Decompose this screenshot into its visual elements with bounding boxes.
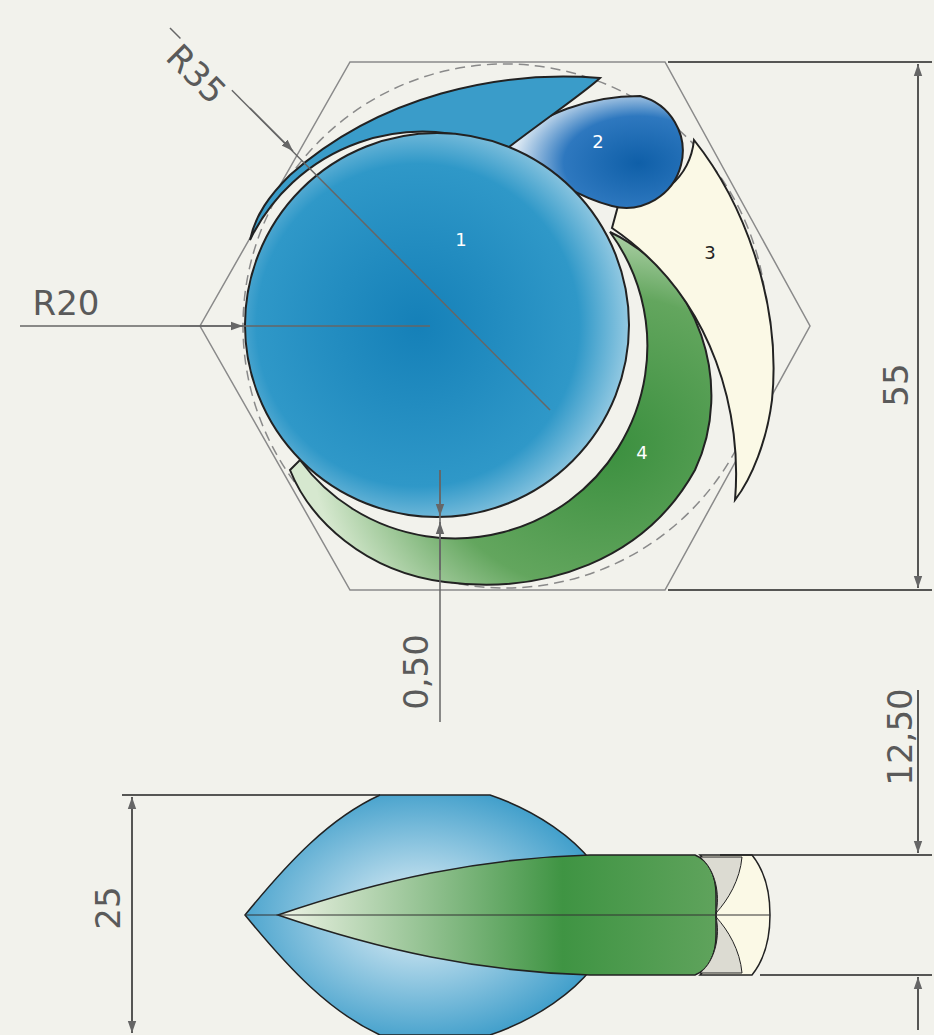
dimension-text: R20	[30, 286, 103, 320]
callout-number: 3	[704, 242, 715, 263]
dim-1250b	[917, 977, 919, 1030]
dimension-text: 12,50	[883, 685, 917, 788]
callout-region: 4	[632, 442, 651, 465]
dim-050	[439, 470, 441, 722]
ext-1250-bot	[760, 974, 932, 976]
dimension-text: 25	[91, 883, 125, 932]
arrow-050a	[439, 470, 441, 516]
dimension-text: 0,50	[399, 631, 433, 713]
callout-region: 3	[700, 242, 719, 265]
callout-number: 4	[636, 442, 647, 463]
ext-1250-top	[720, 854, 932, 856]
arrow-r35	[250, 108, 293, 151]
callout-region: 2	[588, 131, 607, 154]
dim-25	[131, 797, 133, 1033]
dim-55	[917, 64, 919, 588]
ext-25-top	[122, 794, 380, 796]
callout-region: 1	[451, 229, 470, 252]
leader-r20	[20, 325, 430, 327]
arrow-050b	[439, 522, 441, 570]
dim-1250	[917, 690, 919, 853]
callout-number: 2	[592, 131, 603, 152]
ext-55-top	[668, 61, 932, 63]
ext-55-bot	[668, 589, 932, 591]
dimension-text: 55	[879, 360, 913, 409]
dimension-text: R35	[158, 36, 234, 112]
part-1-circle	[245, 133, 629, 517]
callout-number: 1	[455, 229, 466, 250]
arrow-r20	[180, 325, 243, 327]
center-line	[245, 914, 770, 915]
